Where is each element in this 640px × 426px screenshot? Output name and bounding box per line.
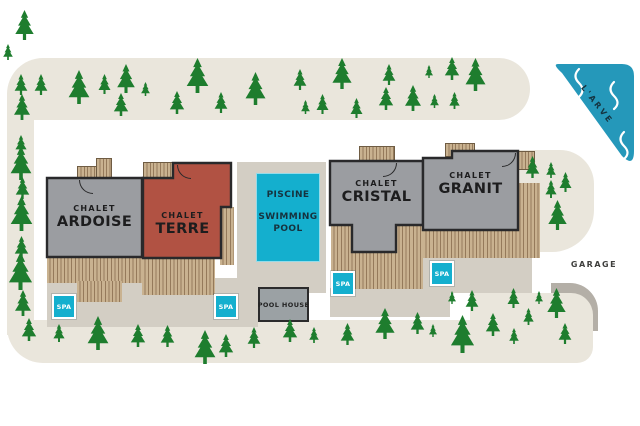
spa-box-granit: SPA: [430, 261, 454, 286]
spa-label: SPA: [218, 302, 234, 311]
label-chalet-terre: CHALET TERRE: [143, 211, 222, 238]
water-wave-icon: [609, 80, 619, 111]
river-shape: [555, 64, 634, 161]
spa-box-ardoise: SPA: [52, 294, 76, 319]
spa-box-terre: SPA: [214, 294, 238, 319]
garage-label: GARAGE: [570, 260, 618, 269]
label-name: TERRE: [155, 220, 210, 237]
river-arve: [555, 64, 634, 161]
spa-box-cristal: SPA: [331, 271, 355, 296]
label-prefix: CHALET: [161, 211, 204, 220]
pool-label-fr: PISCINE: [266, 190, 310, 200]
deck-granit: [423, 228, 520, 258]
spa-label: SPA: [56, 302, 72, 311]
label-chalet-cristal: CHALET CRISTAL: [330, 179, 423, 206]
deck-terre-side: [220, 207, 234, 265]
chimney-cristal: [359, 146, 395, 164]
path-top: [7, 58, 530, 120]
label-name: GRANIT: [438, 180, 503, 197]
label-name: CRISTAL: [341, 188, 412, 205]
label-chalet-granit: CHALET GRANIT: [423, 171, 518, 198]
swimming-pool: PISCINE SWIMMING POOL: [256, 173, 320, 262]
pool-house-label: POOL HOUSE: [257, 300, 310, 309]
deck-ardoise: [47, 255, 142, 283]
pool-house: POOL HOUSE: [258, 287, 309, 322]
deck-ardoise-lower: [77, 281, 122, 302]
chalet-granit-building: [421, 149, 520, 232]
spa-label: SPA: [434, 269, 450, 278]
label-prefix: CHALET: [73, 204, 116, 213]
deck-granit-side: [517, 183, 540, 258]
water-wave-icon: [574, 67, 584, 99]
chimney-ardoise-2: [96, 158, 112, 181]
deck-terre: [142, 255, 215, 295]
label-name: ARDOISE: [56, 213, 133, 230]
chalet-cristal-building: [328, 159, 425, 254]
water-wave-icon: [619, 130, 629, 161]
pool-label-en-2: POOL: [273, 224, 303, 234]
label-chalet-ardoise: CHALET ARDOISE: [47, 204, 142, 231]
label-prefix: CHALET: [355, 179, 398, 188]
chalet-terre-building: [141, 161, 233, 260]
spa-label: SPA: [335, 279, 351, 288]
pool-label-en-1: SWIMMING: [258, 212, 318, 222]
chimney-terre: [143, 162, 175, 181]
label-prefix: CHALET: [449, 171, 492, 180]
